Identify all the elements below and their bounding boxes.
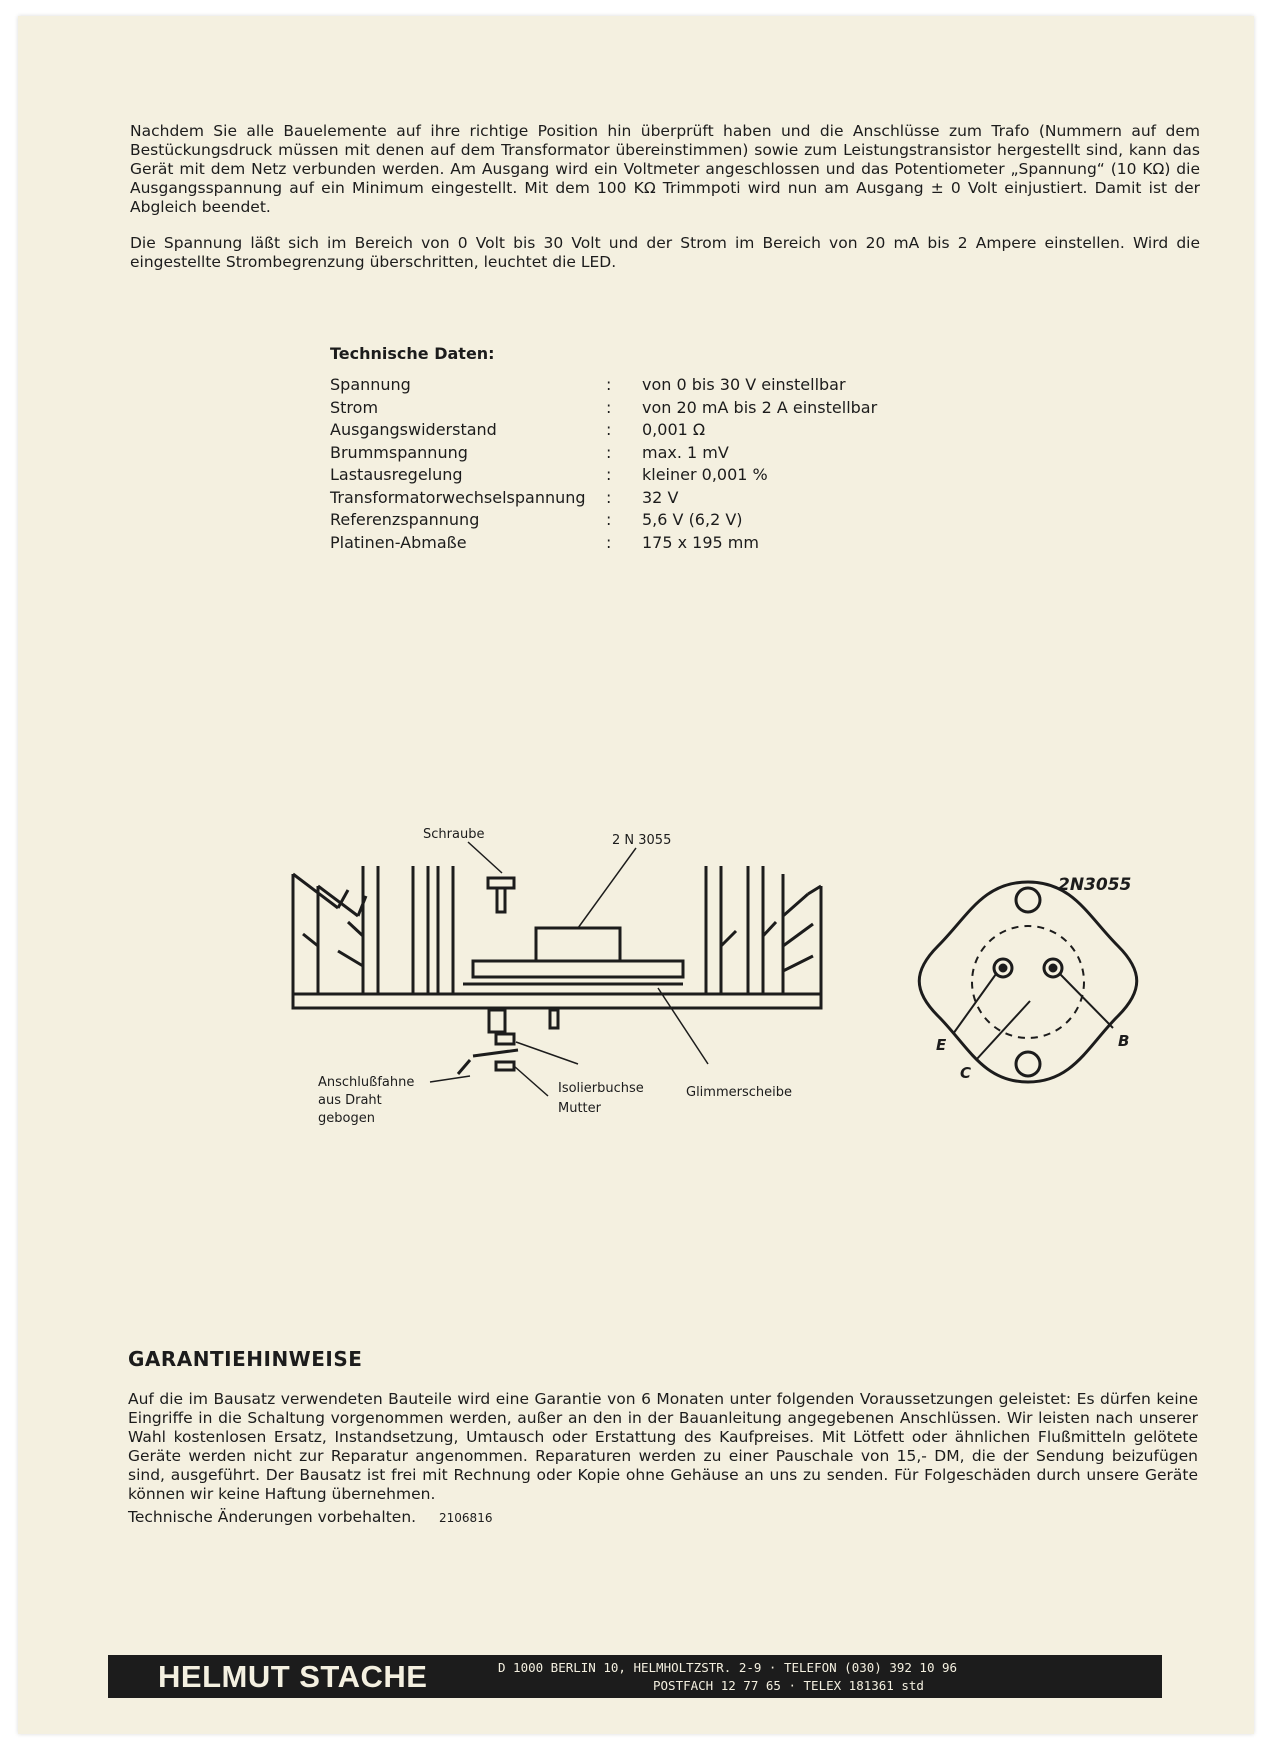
spec-value: von 0 bis 30 V einstellbar [642, 375, 846, 394]
transistor-label: 2 N 3055 [612, 833, 671, 848]
nut-label: Mutter [558, 1101, 602, 1116]
spec-separator: : [606, 532, 612, 552]
spec-label: Strom [330, 397, 379, 417]
mount-hole-top [1014, 886, 1042, 914]
footer-address-line-2: POSTFACH 12 77 65 · TELEX 181361 std [653, 1678, 924, 1693]
technical-data-title: Technische Daten: [330, 344, 495, 363]
spec-row: Transformatorwechselspannung: 32 V [330, 488, 877, 511]
spec-separator: : [606, 465, 612, 484]
spec-row: Ausgangswiderstand: 0,001 Ω [330, 420, 877, 443]
spec-value: 32 V [642, 487, 679, 507]
lug-label-line-2: aus Draht [318, 1093, 382, 1108]
changes-note: Technische Änderungen vorbehalten. 21068… [128, 1508, 492, 1526]
spec-value: 0,001 Ω [642, 420, 706, 439]
spec-row: Platinen-Abmaße: 175 x 195 mm [330, 533, 877, 556]
spec-separator: : [606, 397, 612, 417]
warranty-heading: GARANTIEHINWEISE [128, 1347, 363, 1371]
intro-paragraph-1: Nachdem Sie alle Bauelemente auf ihre ri… [130, 122, 1200, 216]
transistor-flange [471, 959, 685, 979]
footer-bar: HELMUT STACHE D 1000 BERLIN 10, HELMHOLT… [108, 1655, 1162, 1698]
spec-row: Spannung: von 0 bis 30 V einstellbar [330, 375, 877, 398]
spec-value: 175 x 195 mm [642, 532, 759, 552]
spec-value: kleiner 0,001 % [642, 465, 768, 484]
spec-label: Brummspannung [330, 442, 468, 462]
transistor-body [534, 926, 622, 963]
spec-separator: : [606, 442, 612, 462]
spec-row: Brummspannung: max. 1 mV [330, 443, 877, 466]
to3-outline [917, 880, 1139, 1084]
spec-row: Strom: von 20 mA bis 2 A einstellbar [330, 398, 877, 421]
warranty-body: Auf die im Bausatz verwendeten Bauteile … [128, 1390, 1198, 1503]
pin-label-e: E [936, 1036, 947, 1054]
pinout-title: 2N3055 [1058, 875, 1131, 895]
spec-label: Lastausregelung [330, 465, 463, 484]
pin-b [1042, 957, 1064, 979]
spec-label: Referenzspannung [330, 510, 480, 529]
spec-separator: : [606, 510, 612, 529]
pin-label-b: B [1118, 1032, 1129, 1050]
spec-label: Transformatorwechselspannung [330, 487, 586, 507]
document-page: Nachdem Sie alle Bauelemente auf ihre ri… [18, 16, 1254, 1734]
lug-label-line-3: gebogen [318, 1111, 375, 1126]
spec-label: Spannung [330, 375, 411, 394]
company-name: HELMUT STACHE [158, 1659, 428, 1694]
spec-label: Platinen-Abmaße [330, 532, 467, 552]
intro-paragraph-2: Die Spannung läßt sich im Bereich von 0 … [130, 234, 1200, 271]
pin-label-c: C [960, 1064, 971, 1082]
spec-value: 5,6 V (6,2 V) [642, 510, 743, 529]
spec-separator: : [606, 487, 612, 507]
changes-note-text: Technische Änderungen vorbehalten. [128, 1508, 417, 1526]
technical-data-table: Technische Daten: Spannung: von 0 bis 30 … [330, 344, 877, 555]
spec-value: max. 1 mV [642, 442, 729, 462]
screw-label: Schraube [423, 827, 484, 842]
mica-label: Glimmerscheibe [686, 1085, 792, 1100]
spec-value: von 20 mA bis 2 A einstellbar [642, 397, 878, 417]
spec-separator: : [606, 420, 612, 439]
spec-separator: : [606, 375, 612, 394]
mount-hole-bottom [1014, 1050, 1042, 1078]
spec-row: Lastausregelung: kleiner 0,001 % [330, 465, 877, 488]
bushing-label: Isolierbuchse [558, 1081, 644, 1096]
footer-address-line-1: D 1000 BERLIN 10, HELMHOLTZSTR. 2-9 · TE… [498, 1660, 958, 1675]
lug-label-line-1: Anschlußfahne [318, 1075, 414, 1090]
to3-pinout-diagram [917, 880, 1139, 1084]
spec-label: Ausgangswiderstand [330, 420, 497, 439]
heatsink-base [291, 992, 823, 1010]
heatsink-mounting-diagram: Schraube 2 N 3055 Anschlußfahne aus Drah… [291, 827, 1139, 1126]
screw-shaft [495, 886, 507, 914]
pin-e [992, 957, 1014, 979]
document-code: 2106816 [439, 1511, 493, 1525]
transistor-cap-outline [971, 925, 1085, 1039]
spec-row: Referenzspannung: 5,6 V (6,2 V) [330, 510, 877, 533]
